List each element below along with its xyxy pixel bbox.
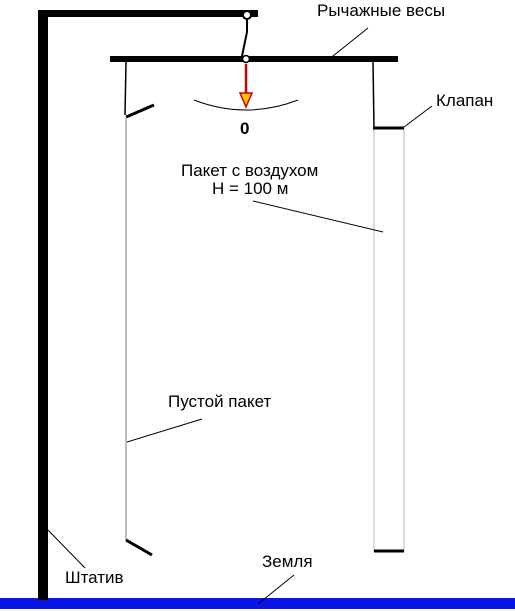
air-bag-label-line1: Пакет с воздухом (181, 161, 319, 180)
right-hanger-wire (372, 61, 375, 129)
air-bag-label-line2: H = 100 м (212, 179, 289, 198)
suspension-link-angled (241, 31, 248, 57)
pointer-arrow-icon (238, 92, 254, 109)
stand-arm (38, 10, 258, 17)
valve-label: Клапан (436, 91, 494, 110)
balance-beam (110, 56, 398, 62)
air-bag (373, 128, 405, 552)
leader-air-bag (252, 200, 384, 233)
leader-scale (327, 27, 369, 61)
stand-label: Штатив (65, 568, 124, 587)
ground-label: Земля (262, 552, 313, 571)
empty-bag-bottom-clamp (125, 538, 153, 557)
scale-arc (193, 99, 299, 111)
stand-pole (38, 10, 48, 600)
left-hanger-wire (124, 61, 127, 116)
leader-ground (257, 574, 295, 605)
leader-empty-bag (126, 418, 203, 443)
leader-valve (403, 105, 433, 128)
indicator-value: 0 (240, 119, 250, 138)
pivot-top (242, 10, 252, 20)
pivot-center (241, 54, 251, 64)
scale-label: Рычажные весы (317, 1, 446, 20)
empty-bag-label: Пустой пакет (168, 392, 272, 411)
ground-line (0, 598, 515, 609)
empty-bag-top-clamp (125, 103, 155, 119)
leader-stand (47, 529, 86, 569)
